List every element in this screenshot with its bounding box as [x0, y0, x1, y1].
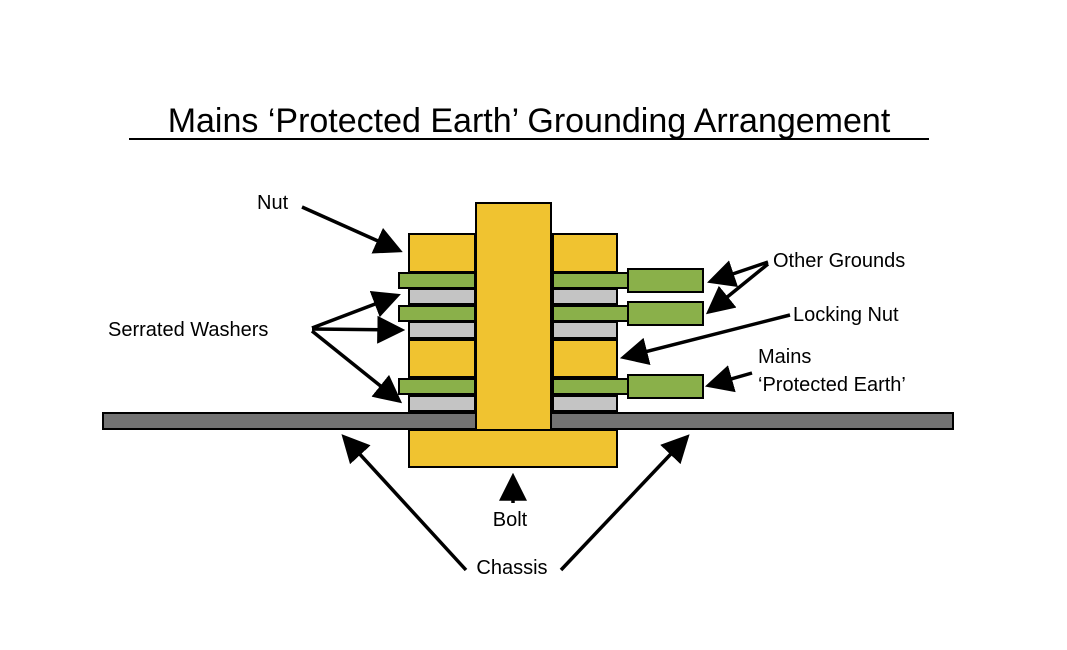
- bolt: [475, 202, 552, 431]
- washer-1-right: [552, 288, 618, 305]
- washer-2-right: [552, 321, 618, 339]
- arrow-chassis-right: [559, 434, 690, 572]
- label-bolt: Bolt: [493, 509, 528, 531]
- arrow-serrated-washers-2: [311, 315, 406, 344]
- lug-2-tab: [627, 301, 704, 326]
- arrow-serrated-washers-3: [310, 329, 403, 404]
- lug-2-left: [398, 305, 476, 322]
- lug-3-right: [552, 378, 630, 395]
- label-chassis: Chassis: [476, 557, 547, 579]
- top-nut-left: [408, 233, 476, 273]
- label-mains-line2: ‘Protected Earth’: [758, 374, 906, 396]
- diagram-title: Mains ‘Protected Earth’ Grounding Arrang…: [168, 102, 891, 140]
- top-nut-right: [552, 233, 618, 273]
- arrow-locking-nut: [619, 313, 791, 365]
- lug-3-tab: [627, 374, 704, 399]
- label-locking-nut: Locking Nut: [793, 304, 899, 326]
- arrow-other-grounds-2: [705, 262, 770, 315]
- arrow-mains-earth: [704, 365, 753, 393]
- lug-1-left: [398, 272, 476, 289]
- label-other-grounds: Other Grounds: [773, 250, 905, 272]
- locking-nut-left: [408, 339, 476, 378]
- arrow-nut: [301, 205, 403, 254]
- lug-3-left: [398, 378, 476, 395]
- bottom-nut: [408, 429, 618, 468]
- arrow-other-grounds-1: [707, 260, 769, 287]
- arrow-serrated-washers-1: [311, 291, 401, 330]
- lug-1-right: [552, 272, 630, 289]
- washer-2-left: [408, 321, 476, 339]
- washer-3-right: [552, 395, 618, 412]
- label-nut: Nut: [257, 192, 289, 214]
- washer-1-left: [408, 288, 476, 305]
- lug-1-tab: [627, 268, 704, 293]
- washer-3-left: [408, 395, 476, 412]
- locking-nut-right: [552, 339, 618, 378]
- arrow-chassis-left: [341, 434, 468, 572]
- lug-2-right: [552, 305, 630, 322]
- label-mains-line1: Mains: [758, 346, 811, 368]
- label-serrated-washers: Serrated Washers: [108, 319, 268, 341]
